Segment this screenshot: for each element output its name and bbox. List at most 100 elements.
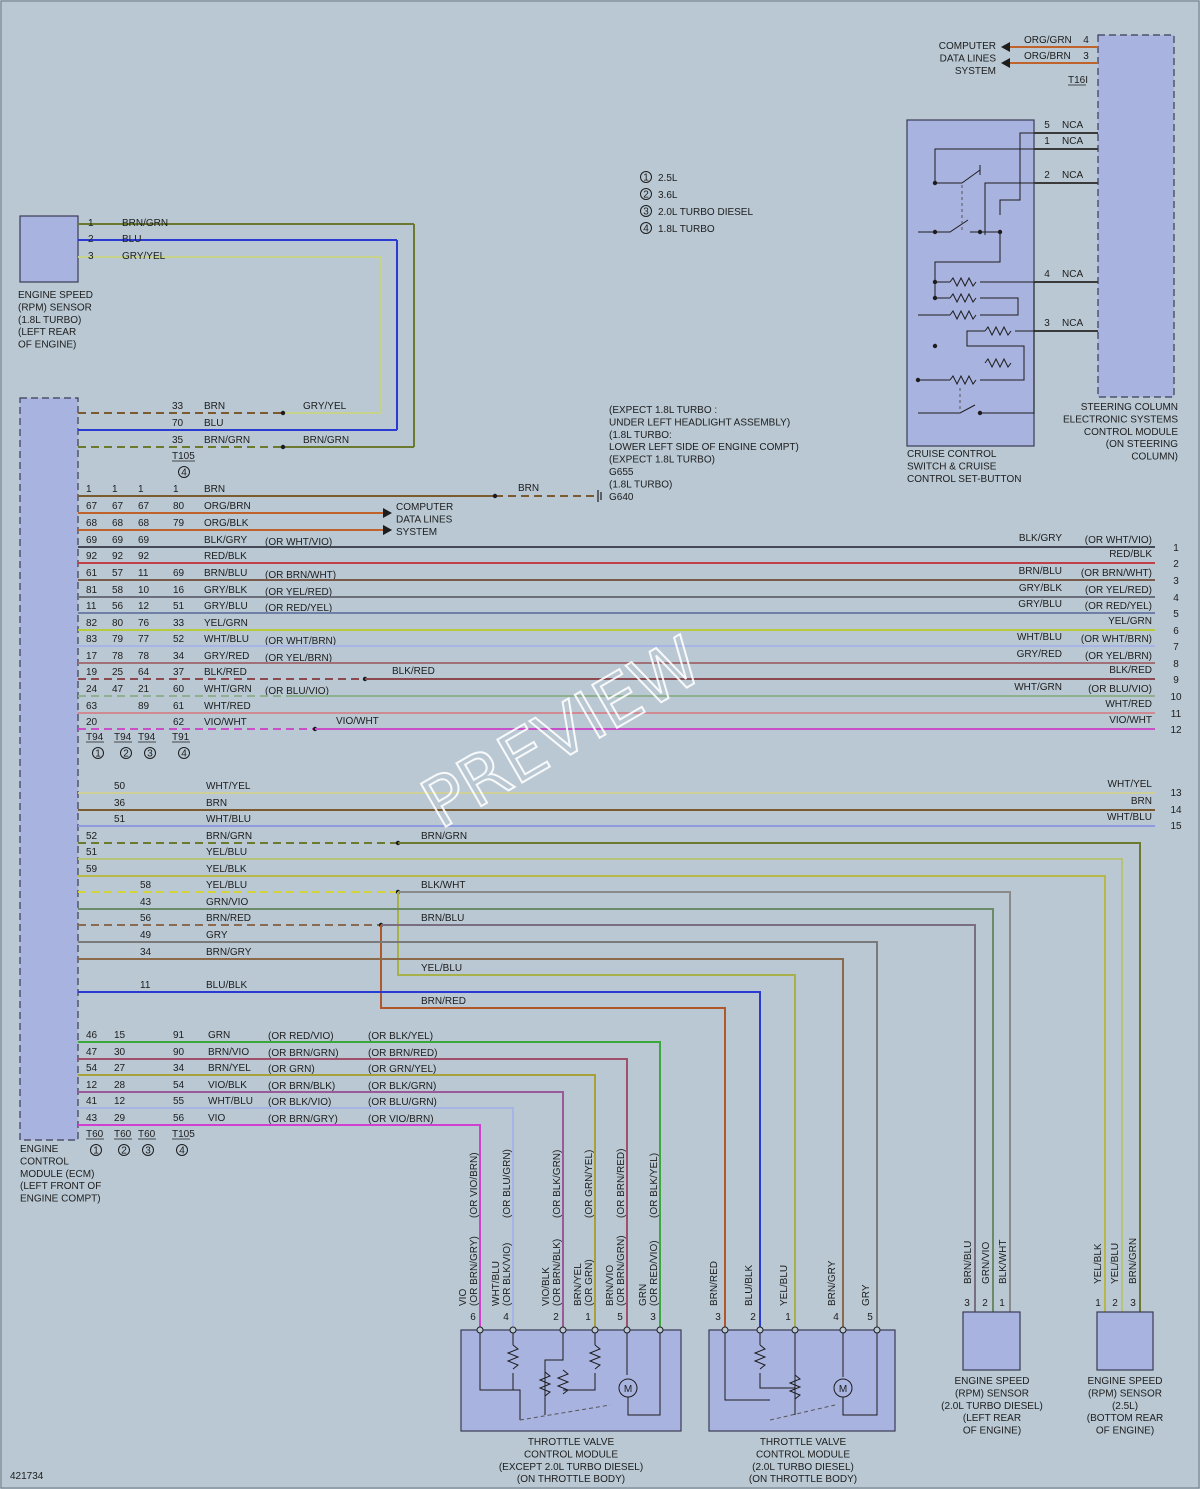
block1-pin: 68 (138, 518, 150, 529)
cruise-pin: 3 (1044, 318, 1050, 329)
block1-pin: 11 (86, 601, 97, 612)
cruise-pin: 4 (1044, 269, 1050, 280)
throttle1-pin: 6 (470, 1312, 476, 1323)
block1-color: BLK/GRY (204, 535, 247, 546)
splice-dot (280, 444, 286, 450)
throttle1-pin: 2 (553, 1312, 559, 1323)
throttle2-wire-label: YEL/BLU (779, 1265, 790, 1306)
t105-pin: 33 (172, 401, 184, 412)
cruise-node (932, 229, 938, 235)
block3-pin: 59 (86, 864, 98, 875)
block1-alt-color: (OR RED/YEL) (265, 603, 332, 614)
resistor (984, 325, 1012, 337)
steering-computer-label-line: DATA LINES (940, 53, 997, 64)
steering-computer-label-line: SYSTEM (955, 66, 996, 77)
wire-yel-blu-branch (397, 892, 796, 1330)
block4-pin: 27 (114, 1063, 126, 1074)
block3-pin: 49 (140, 930, 152, 941)
computer-data-label-line: COMPUTER (396, 502, 453, 513)
block4-pin: 30 (114, 1047, 126, 1058)
throttle1-label-line: (EXCEPT 2.0L TURBO DIESEL) (499, 1462, 643, 1473)
sensor18-color: BRN/GRN (122, 218, 168, 229)
block3-color: GRY (206, 930, 228, 941)
cruise-node (932, 295, 938, 301)
block1-right-color: RED/BLK (1109, 549, 1152, 560)
t105-note (178, 466, 190, 478)
block1-pin: 16 (173, 585, 185, 596)
block1-pin: 17 (86, 651, 98, 662)
block1-right-color: WHT/GRN (1014, 682, 1062, 693)
block4-pin: 12 (86, 1080, 98, 1091)
block3-color: GRN/VIO (206, 897, 248, 908)
connector-note (90, 1144, 102, 1156)
connector-note-text: 1 (93, 1145, 99, 1156)
block1-alt-color: (OR WHT/BRN) (265, 636, 336, 647)
block1-pin: 47 (112, 684, 124, 695)
wire-brn-red-branch (380, 925, 726, 1330)
throttle1-alt2-label: (OR BLK/GRN) (552, 1150, 563, 1218)
block1-right-color: BRN/BLU (1019, 566, 1062, 577)
throttle1-wire-label: GRN (638, 1284, 649, 1306)
block4-pin: 15 (114, 1030, 126, 1041)
block1-alt-color: (OR YEL/RED) (265, 587, 332, 598)
cruise-pin: 5 (1044, 120, 1050, 131)
pin-terminal (591, 1326, 599, 1334)
note-marker-text: 4 (643, 223, 649, 234)
pin-terminal (559, 1326, 567, 1334)
block1-pin: 89 (138, 701, 150, 712)
connector-note (142, 1144, 154, 1156)
resistor (984, 357, 1012, 369)
throttle1-label-line: THROTTLE VALVE (528, 1437, 615, 1448)
block1-pin: 80 (112, 618, 124, 629)
t105-color: BRN (204, 401, 225, 412)
block1-right-color: VIO/WHT (1109, 715, 1152, 726)
wire-GRN (78, 1041, 661, 1330)
rpm-sensor-diesel-box (962, 1311, 1021, 1371)
note-marker-text: 2 (643, 189, 649, 200)
block1-pin: 83 (86, 634, 98, 645)
preview-watermark: PREVIEW (409, 622, 715, 844)
steering-module-box (1097, 34, 1175, 398)
block1-color: WHT/BLU (204, 634, 249, 645)
connector-t94: T94 (114, 732, 132, 743)
block4-alt1: (OR BRN/BLK) (268, 1081, 335, 1092)
block1-right-alt: (OR WHT/VIO) (1085, 535, 1152, 546)
block3-mid-label: YEL/BLU (421, 963, 462, 974)
connector-note-text: 4 (179, 1145, 185, 1156)
block1-right-alt: (OR BLU/VIO) (1088, 684, 1152, 695)
block4-pin: 55 (173, 1096, 185, 1107)
cruise-switch-contact (961, 169, 981, 184)
block1-right-color: WHT/RED (1105, 699, 1152, 710)
connector-note-text: 1 (95, 748, 101, 759)
wire-VIO/BLK (78, 1091, 564, 1330)
block3-color: YEL/BLU (206, 880, 247, 891)
cruise-nca: NCA (1062, 136, 1083, 147)
rpm-sensor-18-label-line: ENGINE SPEED (18, 290, 93, 301)
block2-right-color: WHT/BLU (1107, 812, 1152, 823)
block1-color: VIO/WHT (204, 717, 247, 728)
block1-wire-number: 6 (1173, 626, 1179, 637)
block3-pin: 11 (140, 980, 151, 991)
block1-pin: 34 (173, 651, 185, 662)
wire-WHT/BLU (78, 1107, 514, 1330)
block1-pin: 69 (173, 568, 185, 579)
motor-label: M (624, 1384, 632, 1395)
block4-pin: 90 (173, 1047, 185, 1058)
ecm-label-line: ENGINE (20, 1144, 59, 1155)
connector-t91: T91 (172, 732, 190, 743)
block4-pin: 28 (114, 1080, 126, 1091)
throttle1-internal (544, 1333, 564, 1415)
throttle1-alt-label: (OR BRN/GRN) (616, 1235, 627, 1306)
wire-VIO (78, 1124, 481, 1330)
rpm-diesel-label-line: (LEFT REAR (963, 1413, 1021, 1424)
block4-pin: 54 (86, 1063, 98, 1074)
cruise-node (932, 279, 938, 285)
block4-pin: 34 (173, 1063, 185, 1074)
rpm-25-label-line: OF ENGINE) (1096, 1426, 1154, 1437)
block1-pin: 11 (138, 568, 149, 579)
block1-wire-number: 4 (1173, 593, 1179, 604)
block1-pin: 12 (138, 601, 150, 612)
t105-color: BLU (204, 418, 223, 429)
block1-pin: 19 (86, 667, 98, 678)
note-marker (640, 205, 652, 217)
